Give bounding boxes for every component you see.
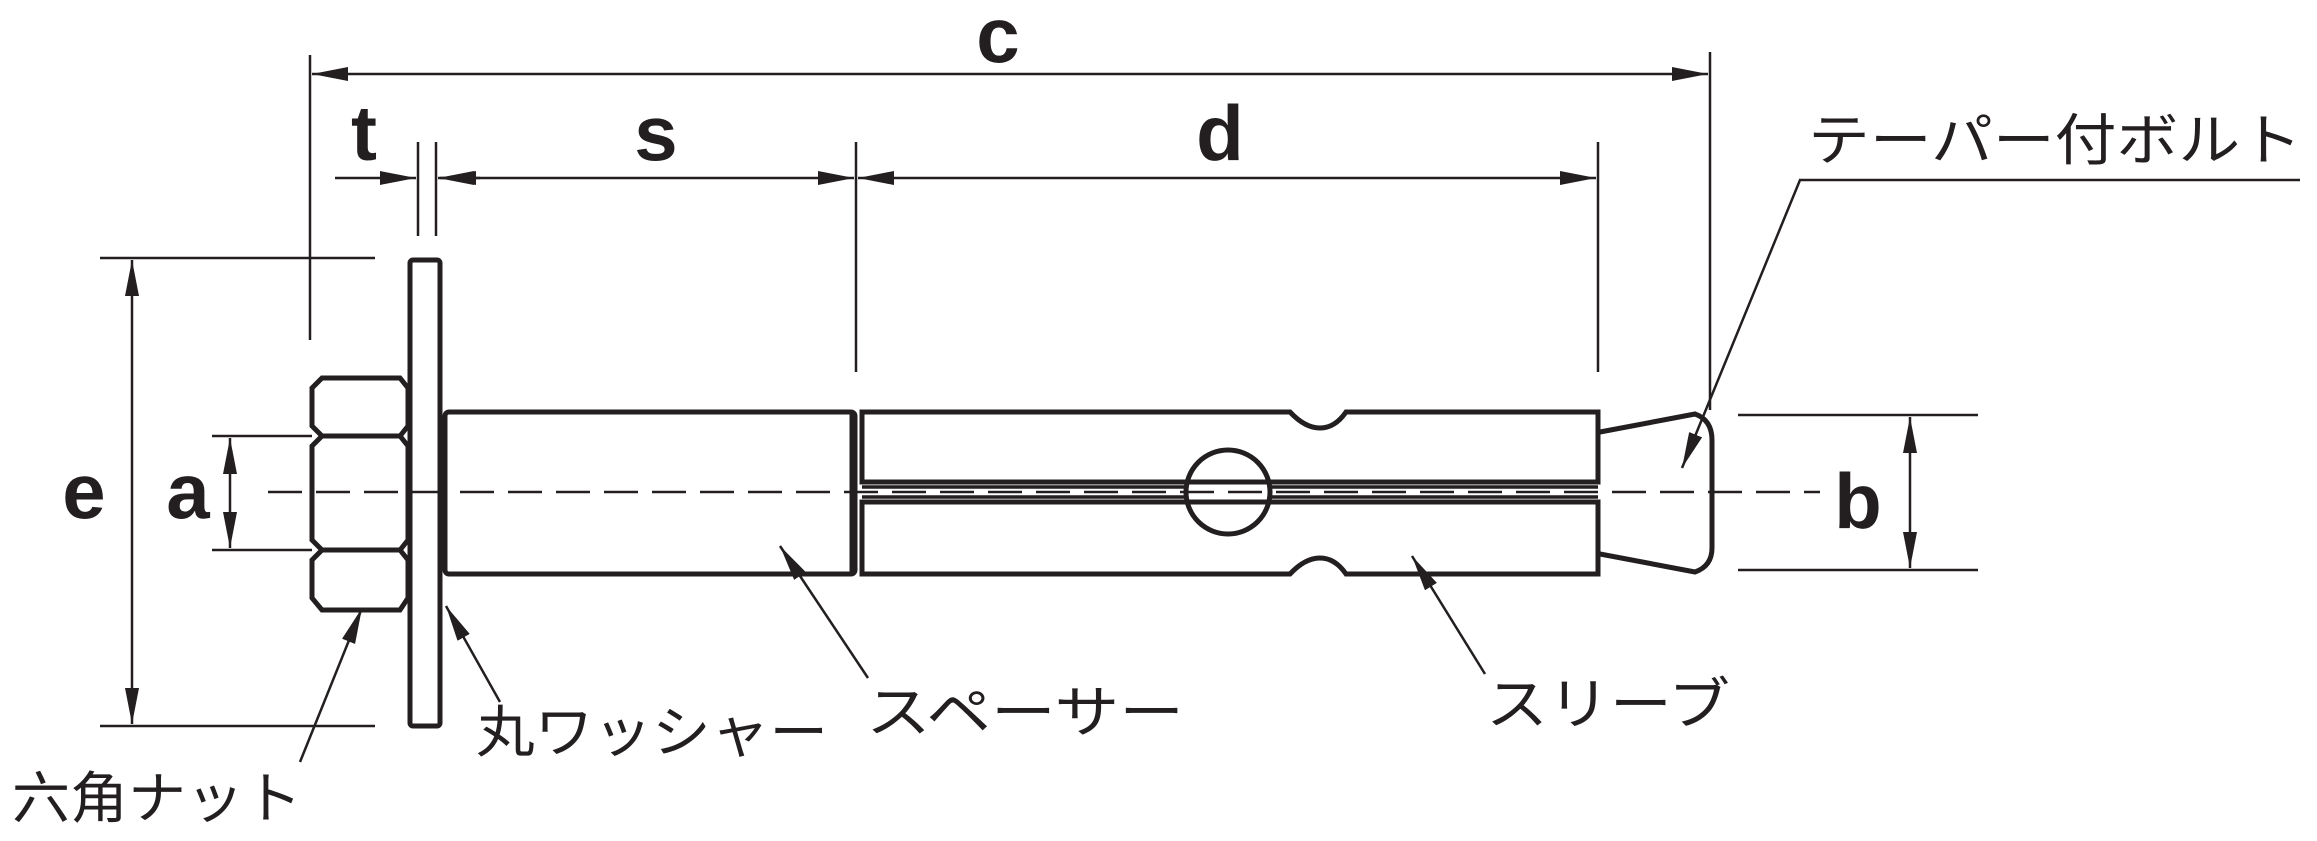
round-washer [407,257,443,729]
label-hex-nut: 六角ナット [12,767,302,832]
dim-s-label: s [634,89,677,177]
dimension-letters: c t s d e a b [62,0,1882,545]
label-round-washer: 丸ワッシャー [476,701,828,766]
hex-nut [309,375,411,613]
leader-lines [298,178,2300,763]
dim-c-label: c [976,0,1019,79]
dimension-lines [125,67,1917,724]
part-labels: テーパー付ボルト 六角ナット 丸ワッシャー スペーサー スリーブ [12,109,2302,832]
extension-lines [100,52,1978,728]
sleeve [859,409,1601,577]
dim-e-label: e [62,447,105,535]
dim-b-label: b [1834,457,1882,545]
label-sleeve: スリーブ [1486,673,1730,738]
spacer [442,409,858,577]
label-spacer: スペーサー [866,681,1184,746]
label-taper-bolt: テーパー付ボルト [1808,109,2302,174]
dim-t-label: t [351,89,377,177]
dim-a-label: a [166,447,210,535]
dim-d-label: d [1196,89,1244,177]
